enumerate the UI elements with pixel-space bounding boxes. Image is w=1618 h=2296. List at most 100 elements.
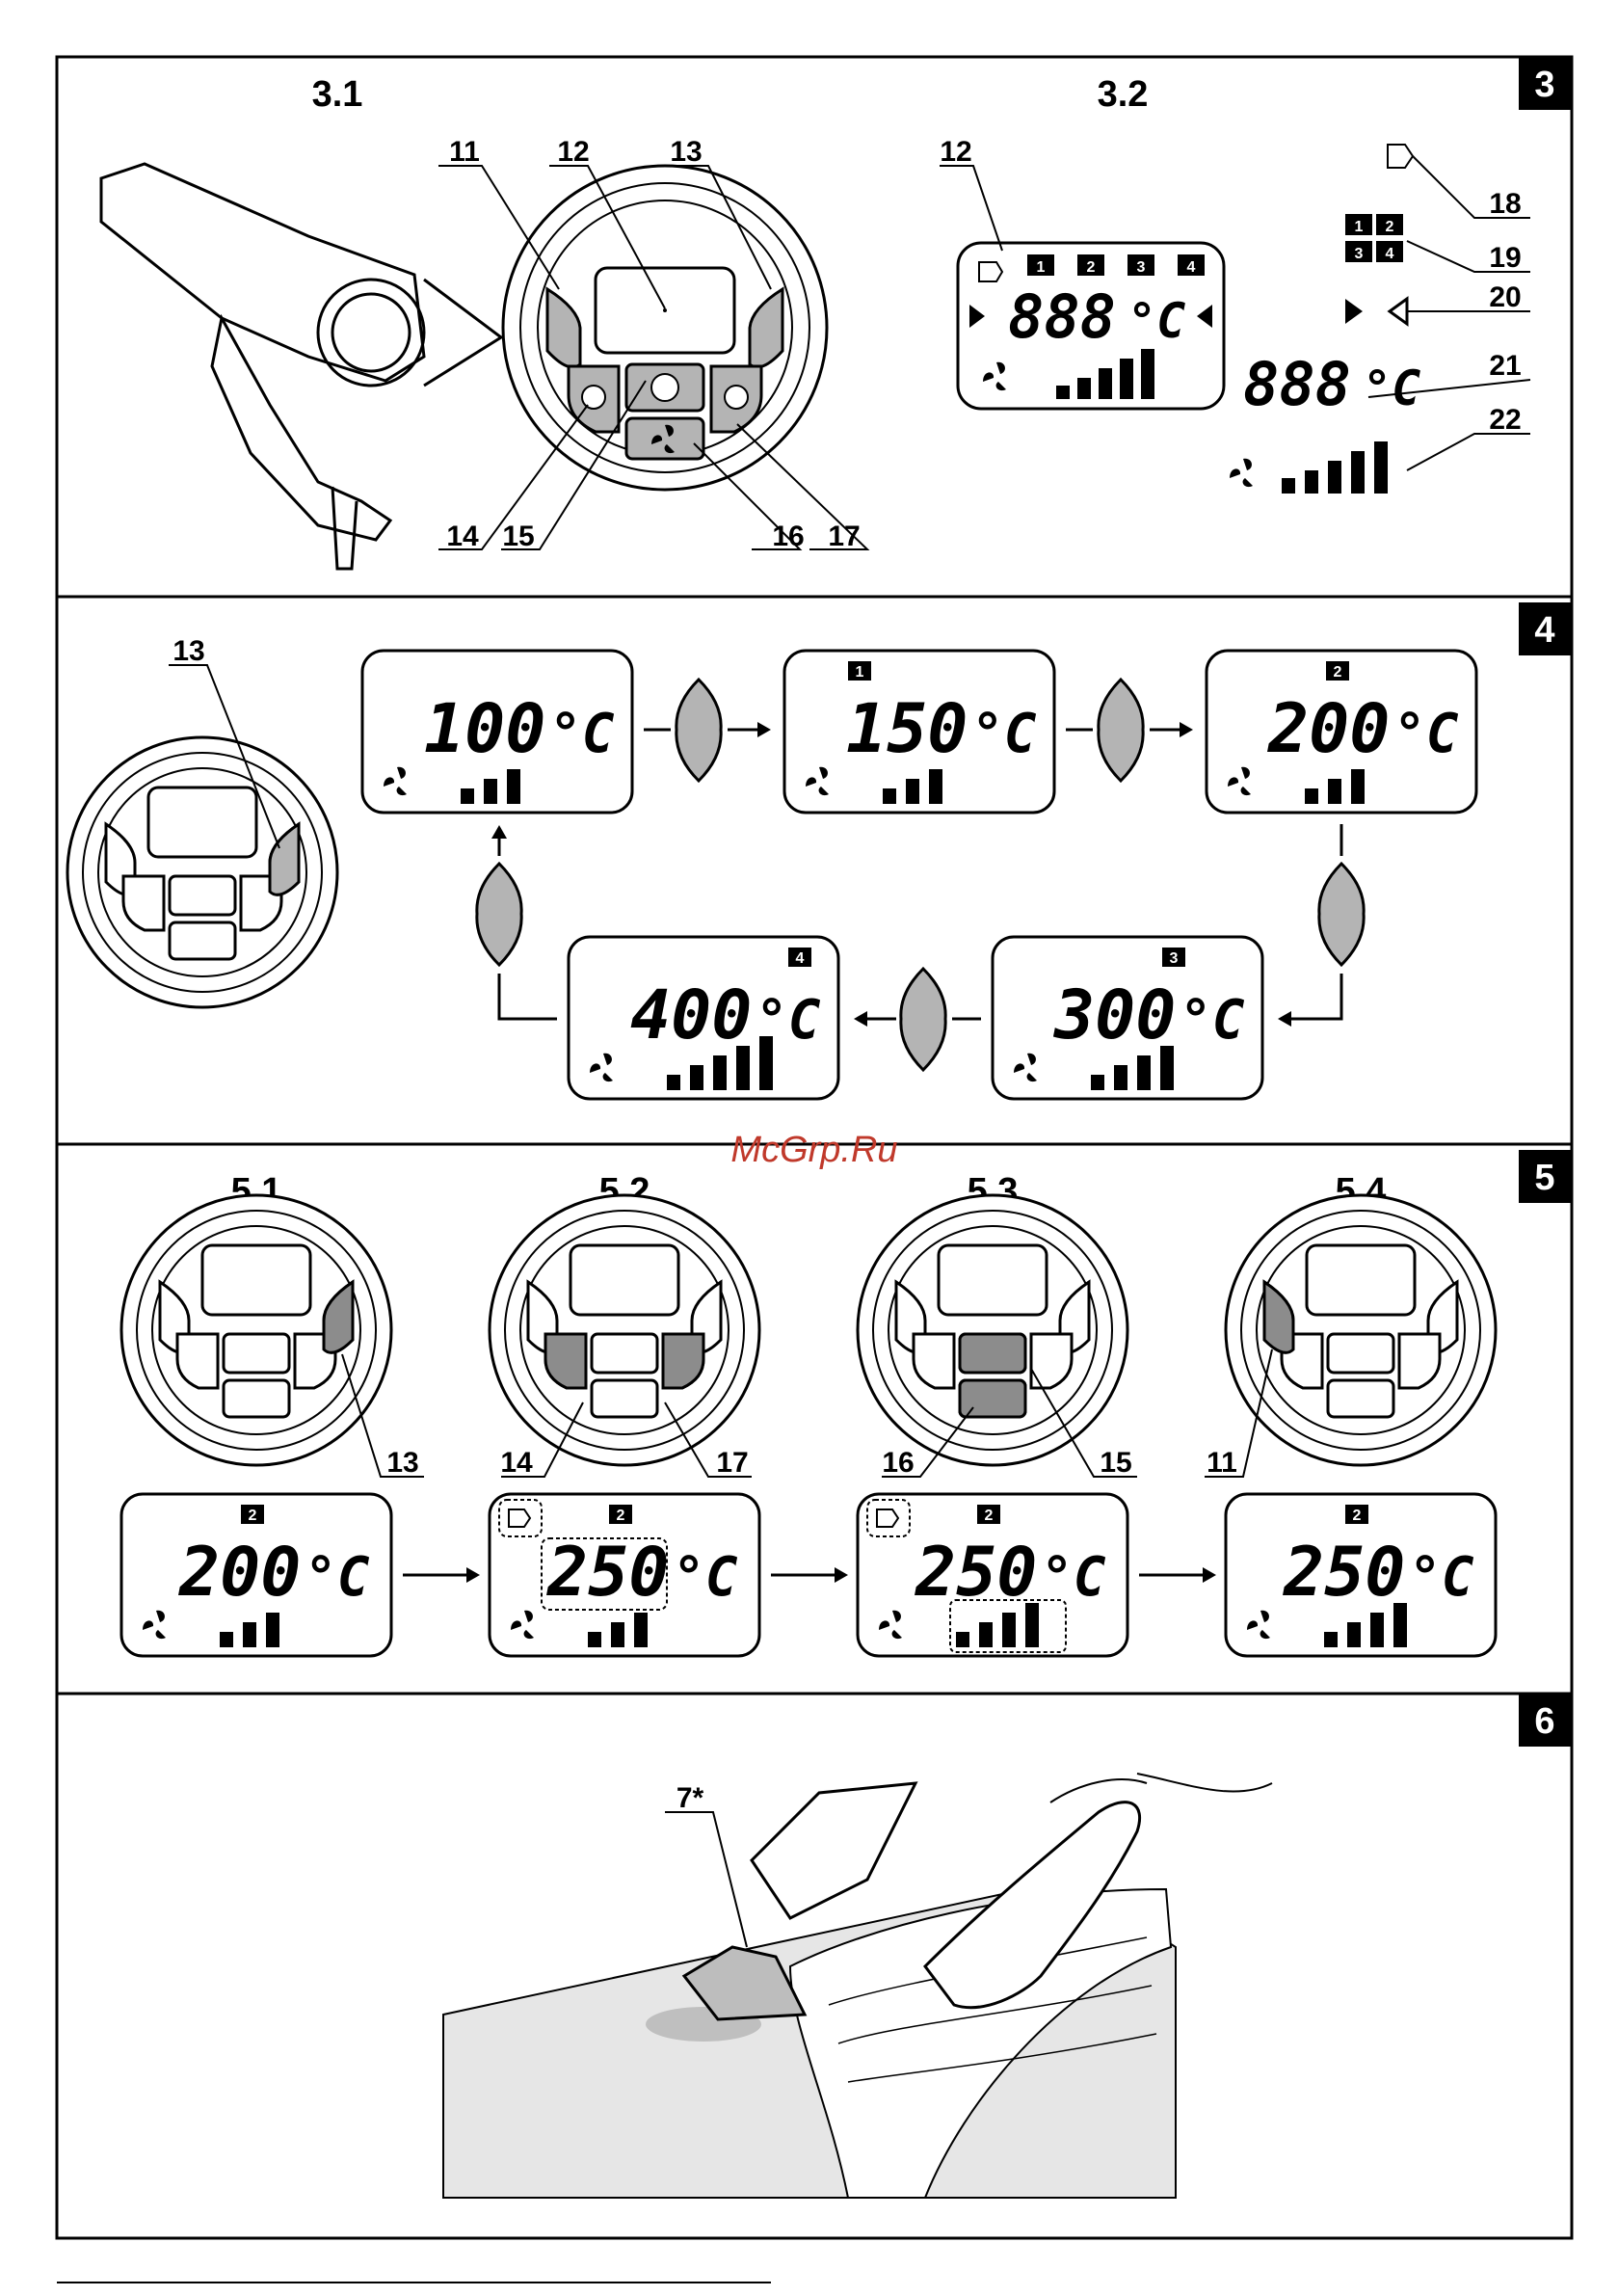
callout-16: 16 — [772, 521, 804, 552]
preset-2: 2 — [1087, 259, 1096, 276]
svg-text:2: 2 — [617, 1508, 625, 1524]
control-ring-5-3 — [858, 1195, 1127, 1465]
callout-15: 15 — [502, 521, 534, 552]
callout-21: 21 — [1489, 350, 1521, 382]
callout-16: 16 — [882, 1447, 914, 1479]
control-ring-5-2 — [490, 1195, 759, 1465]
svg-text:2: 2 — [249, 1508, 257, 1524]
heat-gun-nozzle — [752, 1783, 915, 1918]
svg-text:1: 1 — [856, 664, 864, 681]
scraping-illustration — [443, 1774, 1272, 2198]
airflow-button[interactable] — [960, 1334, 1025, 1373]
display-3-2: 1 2 3 4 888 °C — [958, 243, 1224, 409]
mode-button[interactable] — [676, 680, 721, 781]
fan-icon — [1230, 459, 1253, 487]
callout-13: 13 — [670, 136, 702, 168]
svg-text:100: 100 — [424, 689, 545, 768]
panel-3: 3 3.1 3.2 — [57, 57, 1572, 597]
svg-text:°C: °C — [549, 703, 615, 765]
airflow-icon — [651, 374, 678, 401]
display-digits: 888 — [1008, 281, 1116, 352]
svg-text:2: 2 — [1386, 219, 1394, 235]
result-display-5-1: 2 200 °C — [121, 1494, 391, 1656]
svg-text:200: 200 — [1267, 689, 1390, 768]
callout-19: 19 — [1489, 242, 1521, 274]
result-display-5-3: 2 250 °C — [858, 1494, 1127, 1656]
result-display-5-2: 2 250 °C — [490, 1494, 759, 1656]
panel-6: 6 7* — [57, 1694, 1572, 2238]
callout-13: 13 — [172, 635, 204, 667]
legend-symbols: 1 2 3 4 888 °C — [1230, 214, 1420, 494]
panel-number-4: 4 — [1534, 610, 1554, 651]
callout-12-b: 12 — [940, 136, 971, 168]
svg-text:200: 200 — [178, 1533, 301, 1612]
panel-5: 5 McGrp.Ru 5.1 5.2 5.3 5.4 13 14 17 16 1… — [57, 1130, 1572, 1694]
subfigure-label-3-2: 3.2 — [1098, 74, 1149, 115]
right-arrow-icon — [1345, 299, 1363, 324]
thermometer-icon — [725, 386, 748, 409]
callout-14: 14 — [446, 521, 479, 552]
step-display-150: 1 150 °C — [784, 651, 1054, 813]
svg-text:°C: °C — [1393, 703, 1459, 765]
mode-button[interactable] — [1319, 864, 1364, 965]
preset-4: 4 — [1187, 259, 1196, 276]
callout-11: 11 — [1207, 1447, 1237, 1479]
mode-button[interactable] — [901, 969, 945, 1070]
callout-17: 17 — [828, 521, 860, 552]
preset-3: 3 — [1137, 259, 1146, 276]
svg-text:250: 250 — [1283, 1533, 1405, 1612]
svg-text:1: 1 — [1355, 219, 1364, 235]
svg-text:300: 300 — [1052, 975, 1176, 1055]
svg-text:°C: °C — [673, 1546, 738, 1609]
svg-text:°C: °C — [971, 703, 1037, 765]
display-unit: °C — [1127, 293, 1185, 349]
result-display-5-4: 2 250 °C — [1226, 1494, 1496, 1656]
step-display-400: 4 400 °C — [569, 937, 838, 1099]
mode-button[interactable] — [477, 864, 521, 965]
callout-7: 7* — [676, 1782, 704, 1814]
svg-text:4: 4 — [796, 950, 805, 967]
subfigure-label-3-1: 3.1 — [312, 74, 363, 115]
svg-text:4: 4 — [1386, 246, 1394, 262]
step-display-300: 3 300 °C — [993, 937, 1262, 1099]
panel-number-3: 3 — [1534, 65, 1554, 105]
callout-15: 15 — [1100, 1447, 1131, 1479]
step-display-100: 100 °C — [362, 651, 632, 813]
svg-text:2: 2 — [1334, 664, 1342, 681]
panel-4: 4 13 100 °C 1 150 °C 2 200 °C — [57, 597, 1572, 1144]
callout-22: 22 — [1489, 404, 1521, 436]
thermometer-icon — [582, 386, 605, 409]
svg-text:3: 3 — [1170, 950, 1179, 967]
control-ring-small — [67, 737, 337, 1007]
watermark: McGrp.Ru — [730, 1130, 897, 1170]
panel-number-5: 5 — [1534, 1158, 1554, 1198]
callout-14: 14 — [500, 1447, 533, 1479]
mode-button[interactable] — [1099, 680, 1143, 781]
callout-13: 13 — [386, 1447, 418, 1479]
svg-text:3: 3 — [1355, 246, 1364, 262]
callout-11: 11 — [449, 136, 480, 168]
svg-text:°C: °C — [1180, 989, 1245, 1052]
panel-number-6: 6 — [1534, 1701, 1554, 1742]
svg-text:150: 150 — [846, 689, 968, 768]
svg-text:2: 2 — [1353, 1508, 1362, 1524]
svg-text:°C: °C — [1409, 1546, 1474, 1609]
svg-text:2: 2 — [985, 1508, 994, 1524]
control-ring-5-1 — [121, 1195, 391, 1465]
heat-gun-illustration — [101, 164, 501, 569]
callout-18: 18 — [1489, 188, 1521, 220]
control-ring-large — [503, 166, 827, 490]
step-display-200: 2 200 °C — [1207, 651, 1476, 813]
callout-20: 20 — [1489, 281, 1521, 313]
left-arrow-icon — [1390, 299, 1407, 324]
svg-text:°C: °C — [305, 1546, 370, 1609]
control-ring-5-4 — [1226, 1195, 1496, 1465]
svg-text:400: 400 — [630, 975, 752, 1055]
legend-digits: 888 — [1243, 349, 1351, 419]
callout-12: 12 — [557, 136, 589, 168]
fan-button[interactable] — [626, 418, 703, 459]
preset-1: 1 — [1037, 259, 1046, 276]
legend-unit: °C — [1363, 360, 1420, 416]
svg-text:250: 250 — [546, 1533, 669, 1612]
